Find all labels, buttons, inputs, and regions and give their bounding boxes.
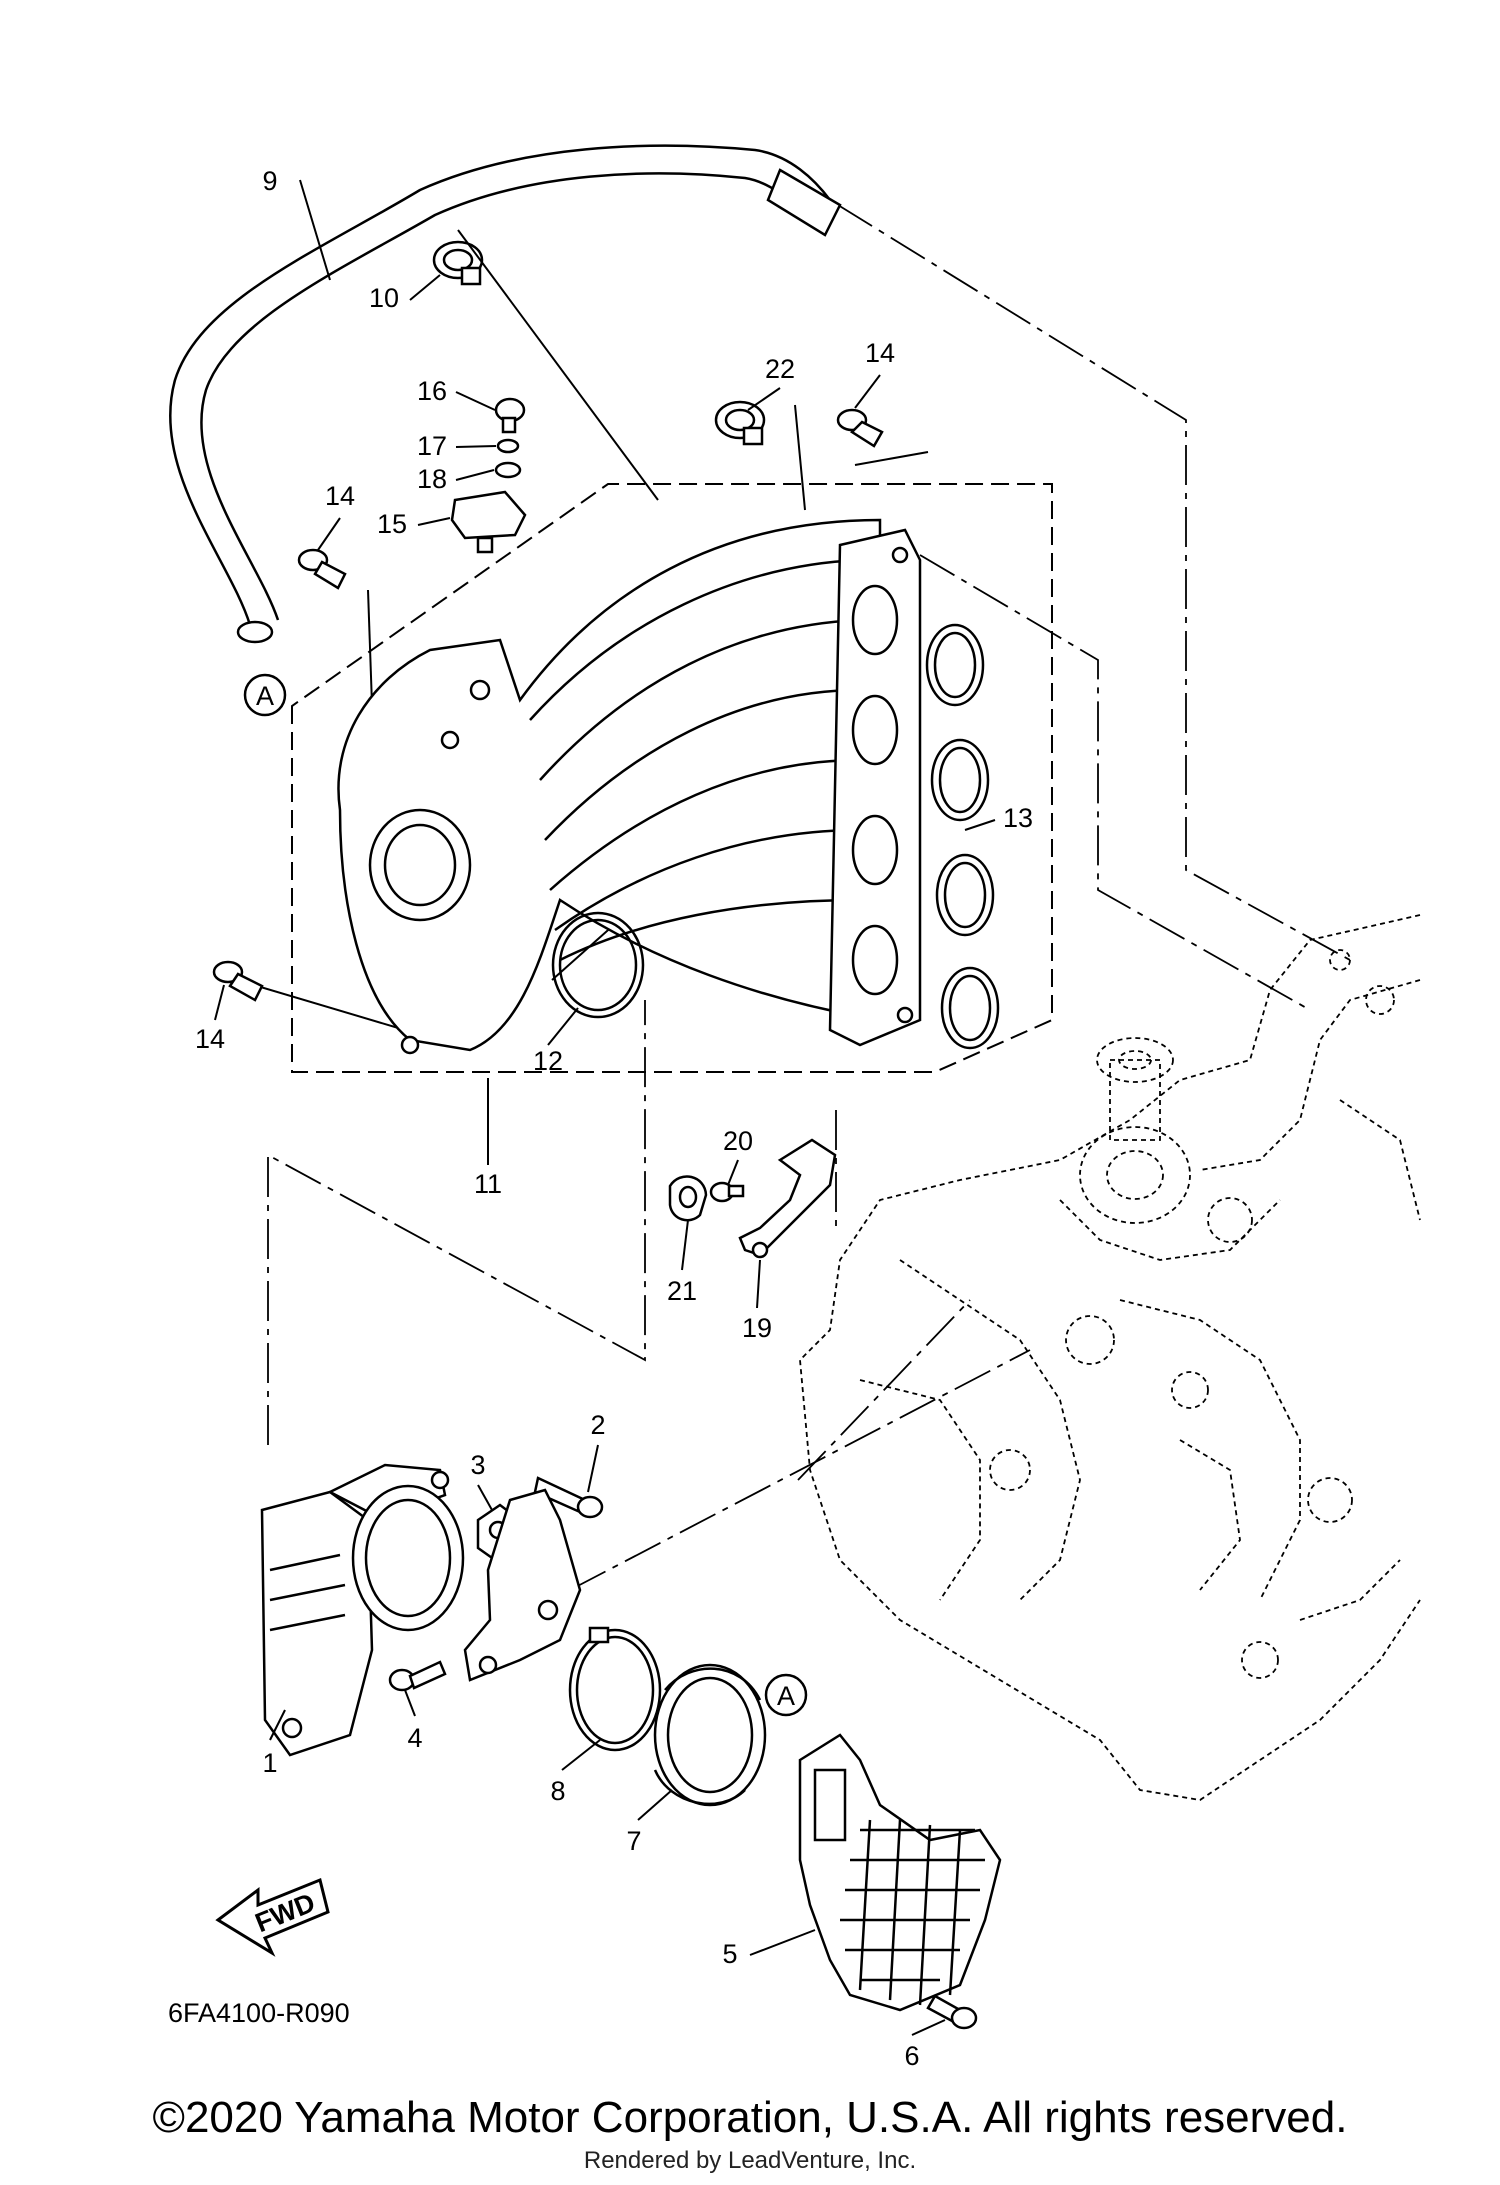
callout-16: 16 bbox=[417, 376, 447, 406]
callout-6: 6 bbox=[904, 2041, 919, 2071]
washer-18 bbox=[494, 461, 522, 479]
washer-17 bbox=[496, 438, 520, 454]
callout-labels: 1 2 3 4 5 6 7 8 9 10 11 12 13 14 14 14 1… bbox=[195, 166, 1033, 2071]
callout-7: 7 bbox=[626, 1826, 641, 1856]
reference-marker-a-upper: A bbox=[243, 673, 287, 717]
render-credit: Rendered by LeadVenture, Inc. bbox=[583, 2147, 917, 2174]
throttle-body-1 bbox=[260, 1463, 465, 1757]
callout-17: 17 bbox=[417, 431, 447, 461]
adapter-bracket bbox=[463, 1488, 582, 1682]
engine-block bbox=[799, 914, 1421, 1801]
screw-20 bbox=[709, 1181, 745, 1203]
callout-14-left: 14 bbox=[325, 481, 355, 511]
callout-21: 21 bbox=[667, 1276, 697, 1306]
forward-direction-arrow: FWD bbox=[215, 1877, 330, 1957]
callout-11: 11 bbox=[474, 1169, 502, 1199]
callout-3: 3 bbox=[470, 1450, 485, 1480]
clamp-21 bbox=[668, 1175, 708, 1222]
callout-20: 20 bbox=[723, 1126, 753, 1156]
callout-14-lower: 14 bbox=[195, 1024, 225, 1054]
bolt-14-lower bbox=[212, 960, 264, 1002]
copyright-notice: ©2020 Yamaha Motor Corporation, U.S.A. A… bbox=[152, 2093, 1348, 2142]
hose-clamp-22 bbox=[714, 400, 766, 446]
bolt-6 bbox=[926, 1994, 978, 2030]
callout-8: 8 bbox=[550, 1776, 565, 1806]
breather-hose-9 bbox=[169, 144, 842, 644]
o-ring-12 bbox=[551, 911, 645, 1019]
hose-clamp-10 bbox=[432, 240, 484, 286]
bracket-19 bbox=[738, 1138, 837, 1259]
callout-22: 22 bbox=[765, 354, 795, 384]
callout-12: 12 bbox=[533, 1046, 563, 1076]
callout-19: 19 bbox=[742, 1313, 772, 1343]
bolt-14-top bbox=[836, 408, 884, 448]
bolt-4 bbox=[388, 1660, 447, 1692]
bolt-2 bbox=[533, 1476, 604, 1519]
callout-13: 13 bbox=[1003, 803, 1033, 833]
intake-hose-7 bbox=[653, 1663, 767, 1807]
callout-leaders bbox=[214, 179, 996, 2036]
assembly-boundary-11 bbox=[291, 483, 1053, 1073]
screw-16 bbox=[494, 397, 526, 434]
intake-manifold-11 bbox=[337, 518, 922, 1055]
callout-14-top: 14 bbox=[865, 338, 895, 368]
svg-text:A: A bbox=[777, 1681, 795, 1711]
sensor-15 bbox=[450, 490, 527, 554]
callout-18: 18 bbox=[417, 464, 447, 494]
callout-1: 1 bbox=[262, 1748, 277, 1778]
bolt-14-left bbox=[297, 548, 347, 590]
callout-10: 10 bbox=[369, 283, 399, 313]
callout-4: 4 bbox=[407, 1723, 422, 1753]
drawing-code: 6FA4100-R090 bbox=[168, 1998, 350, 2028]
clamp-8 bbox=[568, 1626, 662, 1752]
callout-5: 5 bbox=[722, 1939, 737, 1969]
gaskets-13 bbox=[925, 623, 1000, 1050]
callout-15: 15 bbox=[377, 509, 407, 539]
reference-marker-a-lower: A bbox=[764, 1673, 808, 1717]
silencer-5 bbox=[798, 1733, 1002, 2012]
callout-9: 9 bbox=[262, 166, 277, 196]
callout-2: 2 bbox=[590, 1410, 605, 1440]
svg-text:A: A bbox=[256, 681, 274, 711]
